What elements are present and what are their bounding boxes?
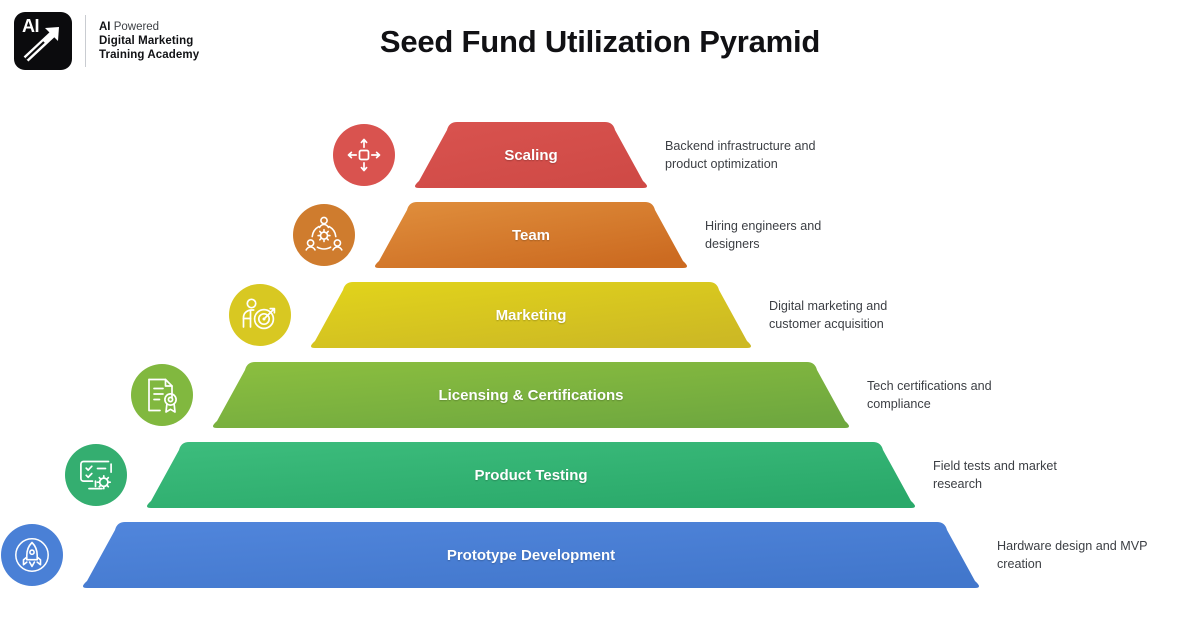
logo-line2: Digital Marketing — [99, 34, 194, 47]
logo-line3: Training Academy — [99, 49, 200, 61]
pyramid-level[interactable]: Scaling Backend infrastructure and produc… — [0, 115, 1200, 195]
level-bar[interactable]: Product Testing — [143, 441, 919, 509]
level-bar[interactable]: Team — [371, 201, 691, 269]
pyramid-level[interactable]: Product Testing Field tests and market re… — [0, 435, 1200, 515]
certificate-icon — [141, 374, 183, 416]
pyramid-level[interactable]: Prototype Development Hardware design and… — [0, 515, 1200, 595]
test-checklist-gear-icon — [75, 454, 117, 496]
level-description: Hiring engineers and designers — [705, 218, 822, 251]
pyramid-level[interactable]: Licensing & Certifications Tech certifica… — [0, 355, 1200, 435]
level-icon-4 — [131, 364, 193, 426]
logo-ai-text: AI — [22, 16, 40, 36]
level-description: Tech certifications and compliance — [867, 378, 992, 411]
page-title: Seed Fund Utilization Pyramid — [379, 24, 821, 59]
level-description: Digital marketing and customer acquisiti… — [769, 298, 888, 331]
level-icon-6 — [1, 524, 63, 586]
level-icon-3 — [229, 284, 291, 346]
logo-line1-rest: Powered — [110, 20, 160, 33]
level-description: Field tests and market research — [933, 458, 1057, 491]
level-description: Backend infrastructure and product optim… — [665, 138, 816, 171]
logo-mark: AI — [14, 12, 72, 70]
pyramid-level[interactable]: Marketing Digital marketing and customer … — [0, 275, 1200, 355]
expand-arrows-icon — [344, 135, 384, 175]
upward-arrow-icon — [23, 27, 59, 62]
logo-line1-bold: AI — [99, 20, 111, 33]
level-bar[interactable]: Licensing & Certifications — [209, 361, 853, 429]
rocket-icon — [9, 532, 55, 578]
logo-wordmark: AI Powered Digital Marketing Training Ac… — [99, 20, 199, 62]
brand-logo: AI AI Powered Digital Marketing Training… — [14, 12, 199, 70]
logo-divider — [85, 15, 86, 67]
header: AI AI Powered Digital Marketing Training… — [0, 0, 1200, 90]
level-bar[interactable]: Scaling — [411, 121, 651, 189]
target-person-icon — [239, 294, 281, 336]
level-bar[interactable]: Prototype Development — [79, 521, 983, 589]
team-gear-icon — [303, 214, 345, 256]
level-icon-1 — [333, 124, 395, 186]
level-bar[interactable]: Marketing — [307, 281, 755, 349]
pyramid-level[interactable]: Team Hiring engineers and designers — [0, 195, 1200, 275]
level-icon-5 — [65, 444, 127, 506]
level-icon-2 — [293, 204, 355, 266]
level-description: Hardware design and MVP creation — [997, 538, 1148, 571]
